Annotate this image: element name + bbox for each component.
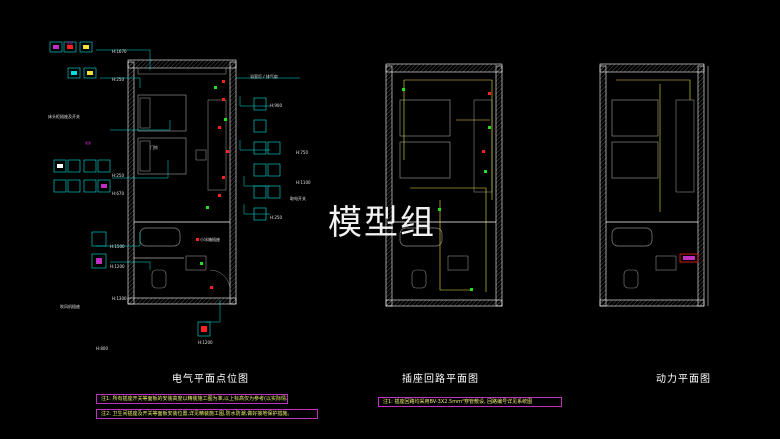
- plan2-bathtub: [399, 227, 443, 247]
- note-1: 注1: 所有插座开关等面板的安装高度以精装施工图为准,以上标高仅为参考(以实际情…: [96, 394, 288, 404]
- plan1-wall-left: [127, 61, 135, 305]
- plan1-door-arc: [209, 269, 231, 291]
- height-tag: H:1300: [112, 296, 127, 301]
- height-tag: H:250: [112, 173, 124, 178]
- plan2-wall-top: [385, 63, 503, 73]
- plan1-title: 电气平面点位图: [172, 374, 249, 385]
- plan1-pillow-1: [139, 97, 151, 129]
- plan3-bed-2: [611, 141, 659, 179]
- plan3-wall-left: [599, 65, 607, 307]
- height-tag: H:900: [270, 103, 282, 108]
- height-tag: H:250: [270, 215, 282, 220]
- callout-hair-dryer: 吹风机插座: [60, 304, 80, 309]
- plan3-wall-bottom: [599, 299, 705, 307]
- plan1-window: [137, 67, 227, 75]
- plan1-basin: [185, 255, 207, 271]
- plan2-bed-2: [399, 141, 451, 179]
- plan3-power-wires: [616, 79, 691, 212]
- height-tag: H:1670: [112, 49, 127, 54]
- plan1-leaders: [96, 49, 300, 323]
- plan3-distribution-box: [679, 253, 699, 263]
- height-tag: H:670: [112, 191, 124, 196]
- height-tag: H:1500: [110, 244, 125, 249]
- plan1-wall-bottom: [127, 297, 237, 305]
- plan2-wall-right: [495, 65, 503, 307]
- height-tag: H:1100: [296, 180, 311, 185]
- callout-mini-bar: 小冰箱插座: [200, 237, 220, 242]
- plan1-chair: [195, 149, 207, 161]
- callout-door-bell: 门铃: [150, 145, 158, 150]
- plan1-device-marks: [196, 80, 229, 289]
- plan1-wall-right: [229, 61, 237, 305]
- plan2-circuit-marks: [402, 88, 491, 291]
- plan1-wall-top: [127, 59, 237, 69]
- plan3-basin: [655, 255, 677, 271]
- height-tag: H:1200: [198, 340, 213, 345]
- plan2-basin: [447, 255, 469, 271]
- plan1-symbol-fills: [53, 45, 207, 332]
- plan2-desk: [473, 99, 493, 193]
- plan3-bathtub: [611, 227, 653, 247]
- plan3-title: 动力平面图: [656, 374, 711, 385]
- plan1-bathtub: [139, 227, 181, 247]
- plan2-red-marks: [482, 92, 491, 153]
- plan1-desk: [207, 99, 227, 191]
- plan2-title: 插座回路平面图: [402, 374, 479, 385]
- callout-card-switch: 取电开关: [290, 196, 306, 201]
- plan3-wall-top: [599, 63, 705, 73]
- plan2-toilet: [411, 269, 427, 289]
- plan3-toilet: [623, 269, 639, 289]
- plan-socket-circuit: [385, 63, 503, 307]
- height-tag: H:750: [296, 150, 308, 155]
- plan2-bed-1: [399, 99, 451, 137]
- plan1-symbol-boxes-right: [253, 97, 281, 221]
- plan-electrical-points: [49, 41, 300, 337]
- plan1-magenta-boxes: [67, 41, 91, 145]
- plan2-circuit-wires: [403, 79, 493, 292]
- plan2-wall-bottom: [385, 299, 503, 307]
- note-3: 注1: 插座回路均采用BV-3X2.5mm²穿管敷设, 回路编号详见系统图: [378, 397, 562, 407]
- plan3-desk: [675, 99, 695, 193]
- plan1-pillow-2: [139, 140, 151, 172]
- plan1-toilet: [151, 269, 167, 289]
- callout-desk-socket: 床头柜插座及开关: [48, 114, 80, 119]
- callout-bath-light: 浴室灯 / 排气扇: [250, 74, 278, 79]
- plan1-bed-2: [137, 137, 187, 175]
- watermark: 模型组: [328, 203, 436, 243]
- plan2-wall-left: [385, 65, 393, 307]
- plan1-green-marks: [200, 86, 227, 265]
- plan1-bed-1: [137, 94, 187, 132]
- plan-power: [599, 63, 705, 307]
- note-2: 注2: 卫生间插座及开关等面板安装位置,详见精装施工图,防水防潮,做好接地保护措…: [96, 409, 318, 419]
- height-tag: H:250: [112, 77, 124, 82]
- height-tag: H:800: [96, 346, 108, 351]
- plan3-wall-right: [697, 65, 705, 307]
- height-tag: H:1200: [110, 264, 125, 269]
- plan3-bed-1: [611, 99, 659, 137]
- plan3-panel-fill: [683, 256, 695, 260]
